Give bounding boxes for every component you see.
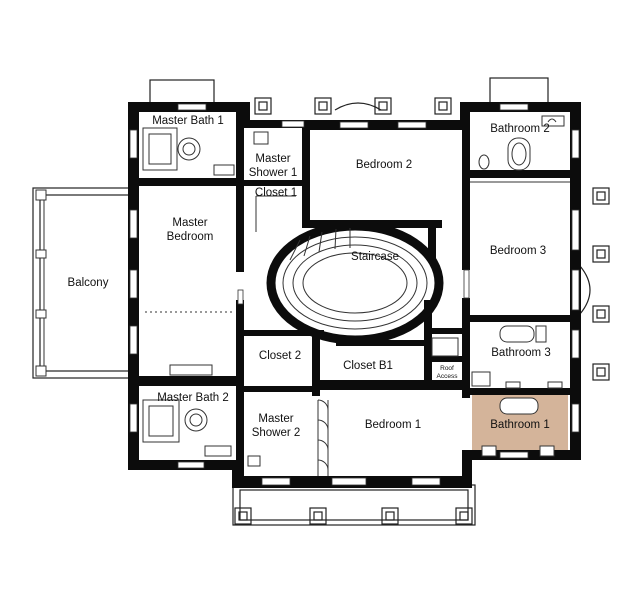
- pillar-planters: [234, 97, 610, 525]
- room-label-roof-access-line2: Access: [437, 373, 459, 380]
- room-label-closet-2: Closet 2: [259, 350, 301, 362]
- bottom-terrace: [232, 484, 476, 526]
- room-label-master-shower-2-line2: Shower 2: [252, 427, 301, 439]
- openings: [129, 103, 580, 486]
- room-label-balcony: Balcony: [68, 277, 109, 289]
- room-label-master-shower-2-line1: Master: [258, 413, 293, 425]
- room-label-staircase: Staircase: [351, 251, 399, 263]
- room-label-master-bath-1: Master Bath 1: [152, 115, 224, 127]
- room-label-closet-1: Closet 1: [255, 187, 297, 199]
- room-label-bedroom-3: Bedroom 3: [490, 245, 546, 257]
- fixtures: [142, 115, 570, 476]
- room-label-bedroom-2: Bedroom 2: [356, 159, 412, 171]
- room-label-bathroom-1: Bathroom 1: [490, 419, 549, 431]
- room-label-master-bedroom-line2: Bedroom: [167, 231, 214, 243]
- room-label-bathroom-3: Bathroom 3: [491, 347, 550, 359]
- room-labels: Master Bath 1 Master Shower 1 Bedroom 2 …: [68, 115, 551, 439]
- room-label-master-bath-2: Master Bath 2: [157, 392, 229, 404]
- room-label-closet-b1: Closet B1: [343, 360, 393, 372]
- room-label-master-shower-1-line1: Master: [255, 153, 290, 165]
- room-label-roof-access-line1: Roof: [440, 365, 454, 372]
- room-label-bedroom-1: Bedroom 1: [365, 419, 421, 431]
- room-label-master-bedroom-line1: Master: [172, 217, 207, 229]
- top-balconies: [149, 77, 549, 107]
- balcony-railing: [32, 187, 132, 379]
- room-label-bathroom-2: Bathroom 2: [490, 123, 549, 135]
- room-label-master-shower-1-line2: Shower 1: [249, 167, 298, 179]
